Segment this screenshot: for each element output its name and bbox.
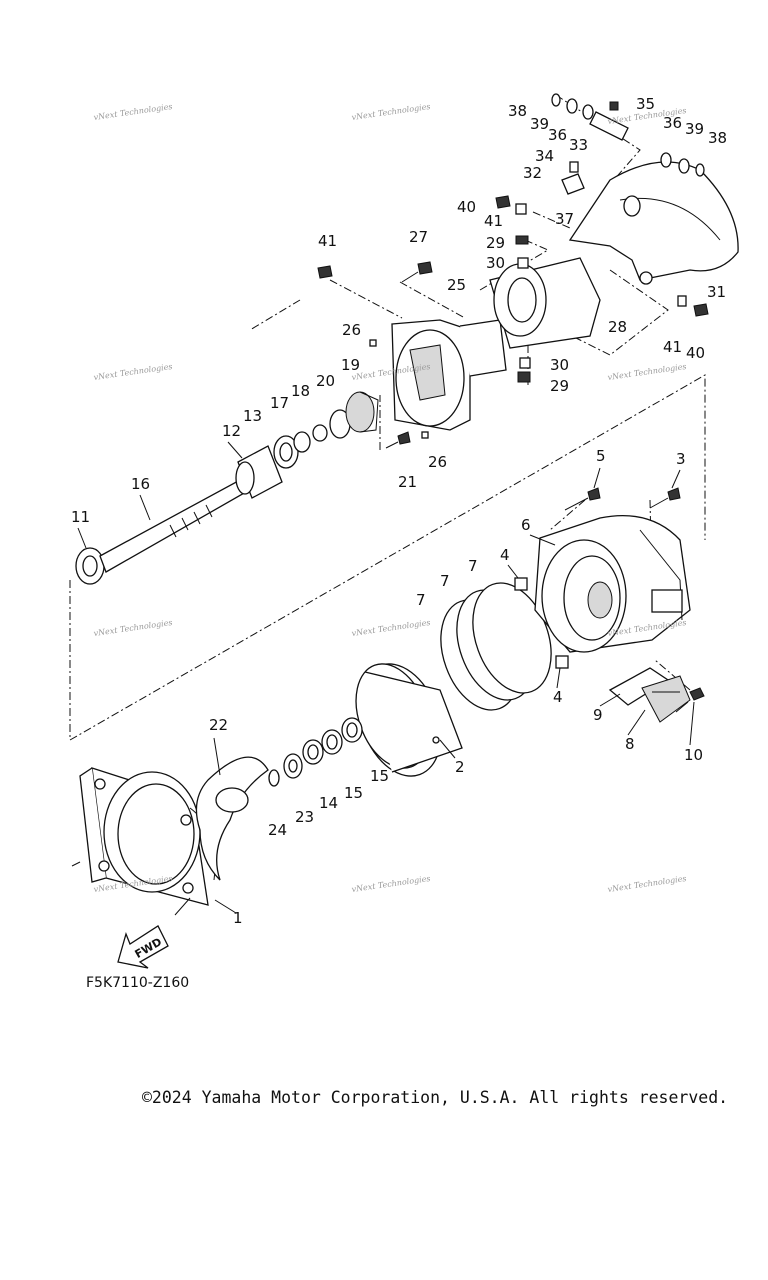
callout-36: 36 [548,126,567,144]
callout-41: 41 [484,212,503,230]
callout-8: 8 [625,735,635,753]
part-10-bolt [675,687,705,713]
part-28-nozzle [489,257,601,349]
callout-3: 3 [676,450,686,468]
callout-14: 14 [319,794,338,812]
callout-30: 30 [550,356,569,374]
callout-4: 4 [553,688,563,706]
figure-code: F5K7110-Z160 [86,975,190,991]
part-22-impeller [195,756,269,881]
part-31-deflector [568,161,739,285]
callout-7: 7 [468,557,478,575]
callout-39: 39 [685,120,704,138]
callout-40: 40 [457,198,476,216]
callout-27: 27 [409,228,428,246]
part-25-intermediate-housing [391,319,507,431]
part-19-seal-housing [345,391,379,433]
callout-36: 36 [663,114,682,132]
callout-38: 38 [708,129,727,147]
part-8-9-cover [608,667,691,723]
fwd-arrow: FWD [117,925,169,969]
callout-12: 12 [222,422,241,440]
callout-34: 34 [535,147,554,165]
watermark-text: vNext Technologies [93,102,173,122]
callout-30: 30 [486,254,505,272]
part-11-bearing [75,547,105,585]
part-1-housing [71,767,216,916]
callout-21: 21 [398,473,417,491]
callout-7: 7 [440,572,450,590]
part-6-pump-housing [534,515,691,653]
callout-5: 5 [596,447,606,465]
callout-9: 9 [593,706,603,724]
watermark-text: vNext Technologies [93,362,173,382]
callout-37: 37 [555,210,574,228]
part-4-dowel-a [514,577,528,591]
callout-4: 4 [500,546,510,564]
part-16-shaft [99,479,247,573]
callout-16: 16 [131,475,150,493]
callout-2: 2 [455,758,465,776]
watermark-text: vNext Technologies [351,874,431,894]
callout-35: 35 [636,95,655,113]
callout-29: 29 [486,234,505,252]
callout-22: 22 [209,716,228,734]
callout-10: 10 [684,746,703,764]
part-3-5-bolts [564,487,681,511]
callout-38: 38 [508,102,527,120]
copyright-text: ©2024 Yamaha Motor Corporation, U.S.A. A… [142,1088,729,1107]
callout-31: 31 [707,283,726,301]
watermark-text: vNext Technologies [351,102,431,122]
callout-17: 17 [270,394,289,412]
callout-25: 25 [447,276,466,294]
callout-6: 6 [521,516,531,534]
callout-40: 40 [686,344,705,362]
part-2-liner [355,663,463,777]
watermark-text: vNext Technologies [607,362,687,382]
watermark-text: vNext Technologies [93,618,173,638]
callout-13: 13 [243,407,262,425]
parts-diagram: FWD vNext Technologies vNext Technologies… [69,93,739,969]
leader-lines [77,441,695,914]
callout-29: 29 [550,377,569,395]
callout-20: 20 [316,372,335,390]
callout-28: 28 [608,318,627,336]
callout-layer: 1234456777891011121314151516171819202122… [71,95,727,927]
callout-41: 41 [318,232,337,250]
callout-18: 18 [291,382,310,400]
callout-19: 19 [341,356,360,374]
callout-23: 23 [295,808,314,826]
callout-15: 15 [370,767,389,785]
callout-26: 26 [342,321,361,339]
watermark-text: vNext Technologies [607,874,687,894]
watermark-text: vNext Technologies [351,618,431,638]
callout-41: 41 [663,338,682,356]
part-29-30-bushings [515,235,531,383]
callout-15: 15 [344,784,363,802]
part-21-26-fasteners [369,339,429,449]
callout-11: 11 [71,508,90,526]
callout-24: 24 [268,821,287,839]
callout-7: 7 [416,591,426,609]
part-13-17-18-20-bearings [273,409,351,469]
part-7-orings [440,582,552,711]
callout-33: 33 [569,136,588,154]
callout-32: 32 [523,164,542,182]
part-4-dowel-b [555,655,569,669]
part-23-24-14-15-seals [268,717,363,787]
callout-39: 39 [530,115,549,133]
part-32-41-hardware [317,93,709,317]
callout-26: 26 [428,453,447,471]
part-12-sleeve [235,445,283,499]
callout-1: 1 [233,909,243,927]
